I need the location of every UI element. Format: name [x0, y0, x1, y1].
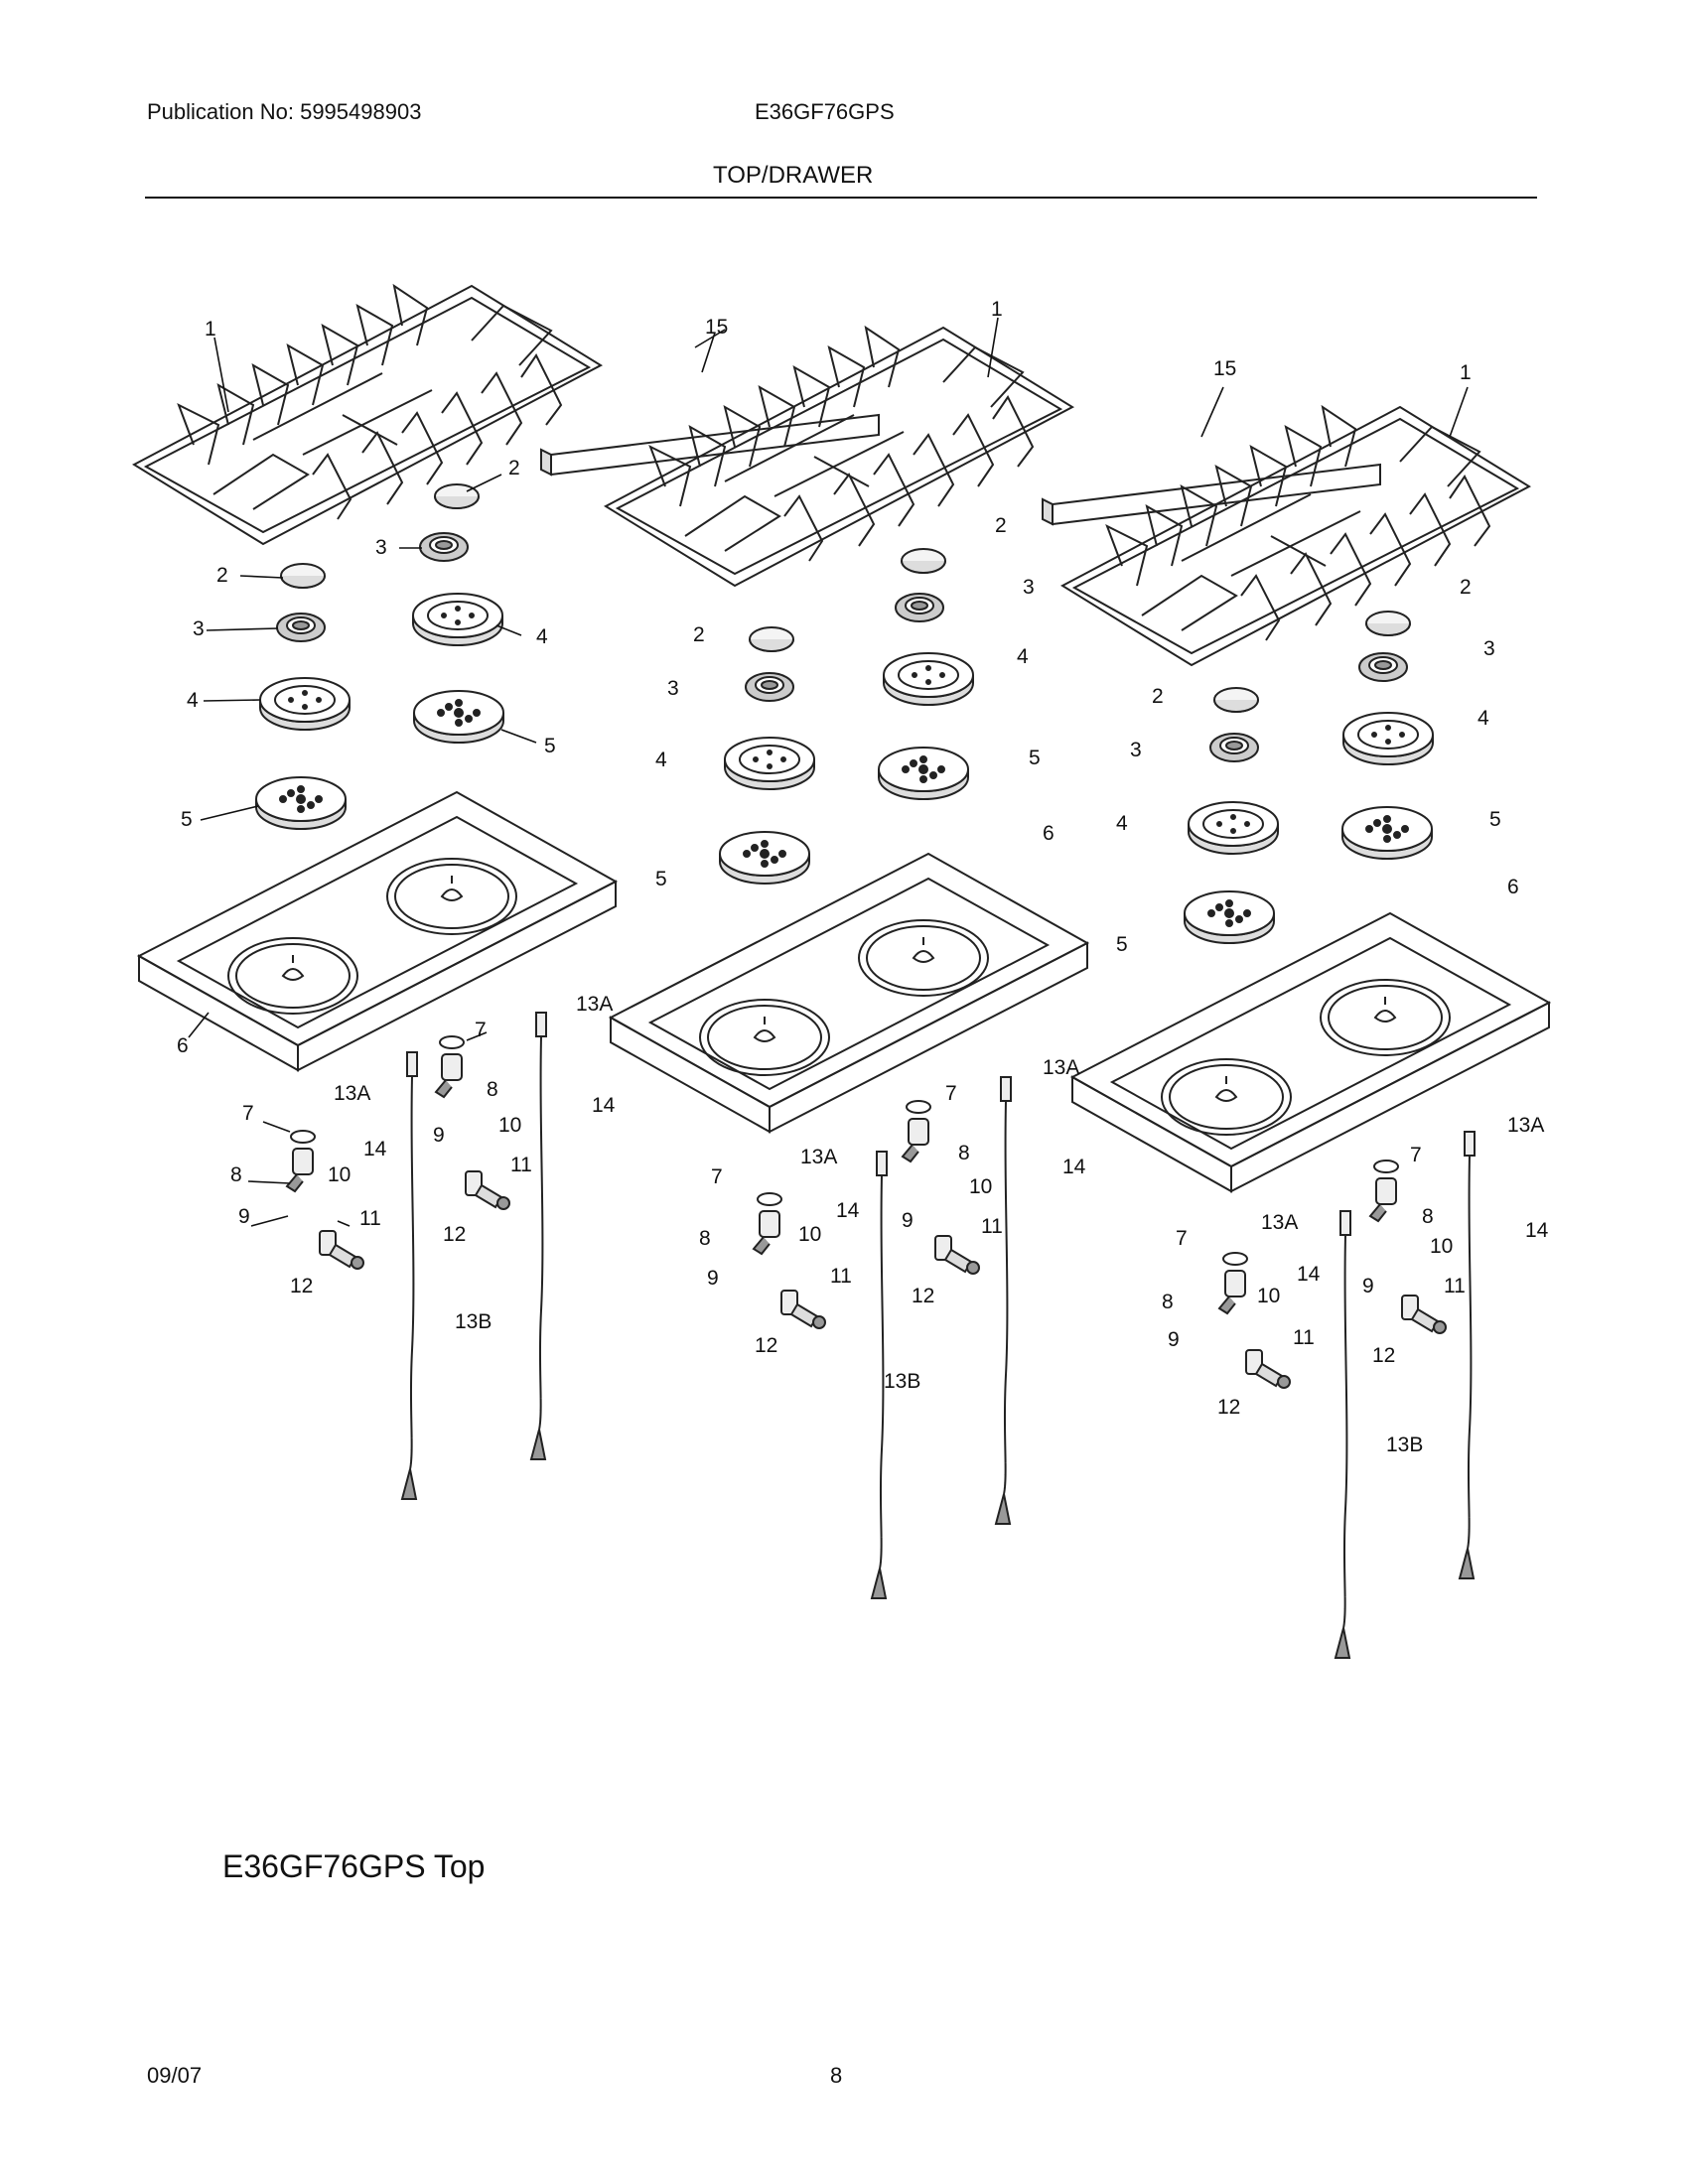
- callout-12: 12: [443, 1223, 466, 1246]
- callout-9: 9: [1168, 1328, 1180, 1351]
- callout-7: 7: [1176, 1227, 1188, 1250]
- callout-15: 15: [1213, 357, 1236, 380]
- callout-14: 14: [1062, 1156, 1086, 1178]
- callout-7: 7: [242, 1102, 254, 1125]
- callout-10: 10: [798, 1223, 821, 1246]
- callout-15: 15: [705, 316, 728, 339]
- callout-13B: 13B: [1386, 1433, 1423, 1456]
- callout-5: 5: [181, 808, 193, 831]
- callout-6: 6: [177, 1034, 189, 1057]
- callout-9: 9: [902, 1209, 914, 1232]
- callout-4: 4: [536, 625, 548, 648]
- callout-13B: 13B: [455, 1310, 492, 1333]
- callout-6: 6: [1043, 822, 1055, 845]
- callout-3: 3: [193, 617, 205, 640]
- diagram-caption: E36GF76GPS Top: [222, 1848, 486, 1884]
- callout-8: 8: [1162, 1291, 1174, 1313]
- callout-9: 9: [1362, 1275, 1374, 1297]
- callout-2: 2: [216, 564, 228, 587]
- callout-13A: 13A: [1261, 1211, 1298, 1234]
- callout-11: 11: [1444, 1275, 1466, 1297]
- callout-12: 12: [755, 1334, 777, 1357]
- callout-14: 14: [836, 1199, 860, 1222]
- callout-1: 1: [991, 298, 1003, 321]
- callout-5: 5: [1489, 808, 1501, 831]
- callout-4: 4: [187, 689, 199, 712]
- callout-10: 10: [328, 1163, 351, 1186]
- callout-4: 4: [1116, 812, 1128, 835]
- callout-9: 9: [238, 1205, 250, 1228]
- callout-2: 2: [1460, 576, 1472, 599]
- callout-2: 2: [995, 514, 1007, 537]
- callout-9: 9: [707, 1267, 719, 1290]
- callout-8: 8: [487, 1078, 498, 1101]
- callout-12: 12: [1372, 1344, 1395, 1367]
- callout-7: 7: [1410, 1144, 1422, 1166]
- callout-14: 14: [1525, 1219, 1549, 1242]
- callout-11: 11: [1293, 1326, 1315, 1349]
- footer-date: 09/07: [147, 2063, 203, 2088]
- callout-1: 1: [1460, 361, 1472, 384]
- callout-3: 3: [375, 536, 387, 559]
- header-rule: [145, 197, 1537, 199]
- section-title: TOP/DRAWER: [713, 162, 874, 189]
- callout-5: 5: [544, 735, 556, 757]
- callout-12: 12: [1217, 1396, 1240, 1419]
- callout-7: 7: [945, 1082, 957, 1105]
- callout-13A: 13A: [576, 993, 613, 1016]
- callout-2: 2: [508, 457, 520, 479]
- callout-labels: 1 1 1 2 2 2 2 2 2 3 3 3 3 3 3 4 4 4 4 4 …: [177, 298, 1549, 1456]
- callout-4: 4: [1017, 645, 1029, 668]
- callout-8: 8: [958, 1142, 970, 1164]
- callout-3: 3: [1023, 576, 1035, 599]
- callout-10: 10: [969, 1175, 992, 1198]
- callout-5: 5: [1116, 933, 1128, 956]
- callout-11: 11: [510, 1154, 532, 1176]
- callout-13B: 13B: [884, 1370, 920, 1393]
- callout-8: 8: [230, 1163, 242, 1186]
- leader-lines: [188, 317, 1469, 1227]
- callout-4: 4: [655, 749, 667, 771]
- callout-10: 10: [1257, 1285, 1280, 1307]
- callout-9: 9: [433, 1124, 445, 1147]
- callout-11: 11: [830, 1265, 852, 1288]
- callout-3: 3: [1483, 637, 1495, 660]
- callout-3: 3: [667, 677, 679, 700]
- callout-13A: 13A: [1043, 1056, 1079, 1079]
- callout-3: 3: [1130, 739, 1142, 761]
- callout-1: 1: [205, 318, 216, 341]
- publication-number: Publication No: 5995498903: [147, 99, 422, 124]
- page-number: 8: [830, 2063, 843, 2088]
- callout-7: 7: [475, 1019, 487, 1041]
- callout-12: 12: [912, 1285, 934, 1307]
- callout-6: 6: [1507, 876, 1519, 898]
- callout-14: 14: [592, 1094, 616, 1117]
- model-number: E36GF76GPS: [755, 99, 895, 124]
- callout-14: 14: [1297, 1263, 1321, 1286]
- callout-12: 12: [290, 1275, 313, 1297]
- callout-13A: 13A: [800, 1146, 837, 1168]
- callout-13A: 13A: [334, 1082, 370, 1105]
- callout-10: 10: [1430, 1235, 1453, 1258]
- callout-5: 5: [1029, 747, 1041, 769]
- callout-2: 2: [1152, 685, 1164, 708]
- callout-10: 10: [498, 1114, 521, 1137]
- callout-11: 11: [981, 1215, 1003, 1238]
- callout-11: 11: [359, 1207, 381, 1230]
- callout-4: 4: [1477, 707, 1489, 730]
- callout-8: 8: [1422, 1205, 1434, 1228]
- callout-13A: 13A: [1507, 1114, 1544, 1137]
- callout-2: 2: [693, 623, 705, 646]
- callout-7: 7: [711, 1165, 723, 1188]
- callout-8: 8: [699, 1227, 711, 1250]
- callout-14: 14: [363, 1138, 387, 1160]
- callout-5: 5: [655, 868, 667, 890]
